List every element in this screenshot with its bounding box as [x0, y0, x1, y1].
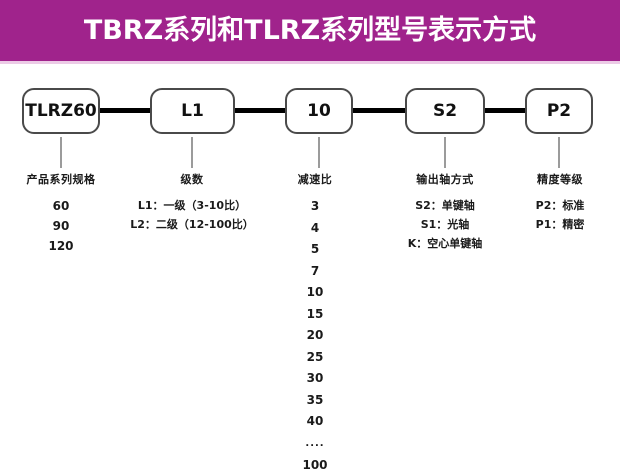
drop-tick-3 — [318, 137, 320, 168]
code-box-series[interactable]: TLRZ60 — [22, 88, 100, 134]
column-heading: 减速比 — [265, 171, 365, 187]
connector-line-2 — [235, 108, 285, 113]
column-item: P2：标准 — [500, 196, 620, 215]
column-item: 90 — [0, 216, 122, 236]
column-item: L2：二级（12-100比） — [117, 215, 267, 234]
column-item: 4 — [265, 218, 365, 240]
column-item: 120 — [0, 236, 122, 256]
column-item: 30 — [265, 368, 365, 390]
drop-tick-1 — [60, 137, 62, 168]
column-item: P1：精密 — [500, 215, 620, 234]
column-heading: 输出轴方式 — [375, 171, 515, 187]
column-item: S1：光轴 — [375, 215, 515, 234]
column-item: K：空心单键轴 — [375, 234, 515, 253]
connector-line-1 — [100, 108, 150, 113]
column-item: 5 — [265, 239, 365, 261]
column-items: L1：一级（3-10比）L2：二级（12-100比） — [117, 196, 267, 234]
column-item: 25 — [265, 347, 365, 369]
column-item: .... — [265, 433, 365, 455]
code-box-ratio[interactable]: 10 — [285, 88, 353, 134]
column-item: 7 — [265, 261, 365, 283]
model-code-row: TLRZ60 L1 10 S2 P2 — [0, 88, 620, 134]
legend-column-stage: 级数 L1：一级（3-10比）L2：二级（12-100比） — [117, 171, 267, 234]
column-heading: 级数 — [117, 171, 267, 187]
code-box-precision[interactable]: P2 — [525, 88, 593, 134]
column-item: L1：一级（3-10比） — [117, 196, 267, 215]
column-heading: 精度等级 — [500, 171, 620, 187]
column-item: 35 — [265, 390, 365, 412]
code-box-stage[interactable]: L1 — [150, 88, 235, 134]
banner-underline — [0, 61, 620, 64]
column-item: 15 — [265, 304, 365, 326]
column-item: 100 — [265, 455, 365, 476]
column-item: 20 — [265, 325, 365, 347]
title-banner: TBRZ系列和TLRZ系列型号表示方式 — [0, 0, 620, 61]
drop-tick-4 — [444, 137, 446, 168]
connector-line-3 — [353, 108, 405, 113]
column-item: 10 — [265, 282, 365, 304]
connector-line-4 — [485, 108, 525, 113]
page-title: TBRZ系列和TLRZ系列型号表示方式 — [0, 0, 620, 61]
code-box-shaft[interactable]: S2 — [405, 88, 485, 134]
column-item: 60 — [0, 196, 122, 216]
column-item: S2：单键轴 — [375, 196, 515, 215]
column-item: 40 — [265, 411, 365, 433]
drop-tick-2 — [191, 137, 193, 168]
drop-tick-5 — [558, 137, 560, 168]
column-heading: 产品系列规格 — [0, 171, 122, 187]
column-item: 3 — [265, 196, 365, 218]
